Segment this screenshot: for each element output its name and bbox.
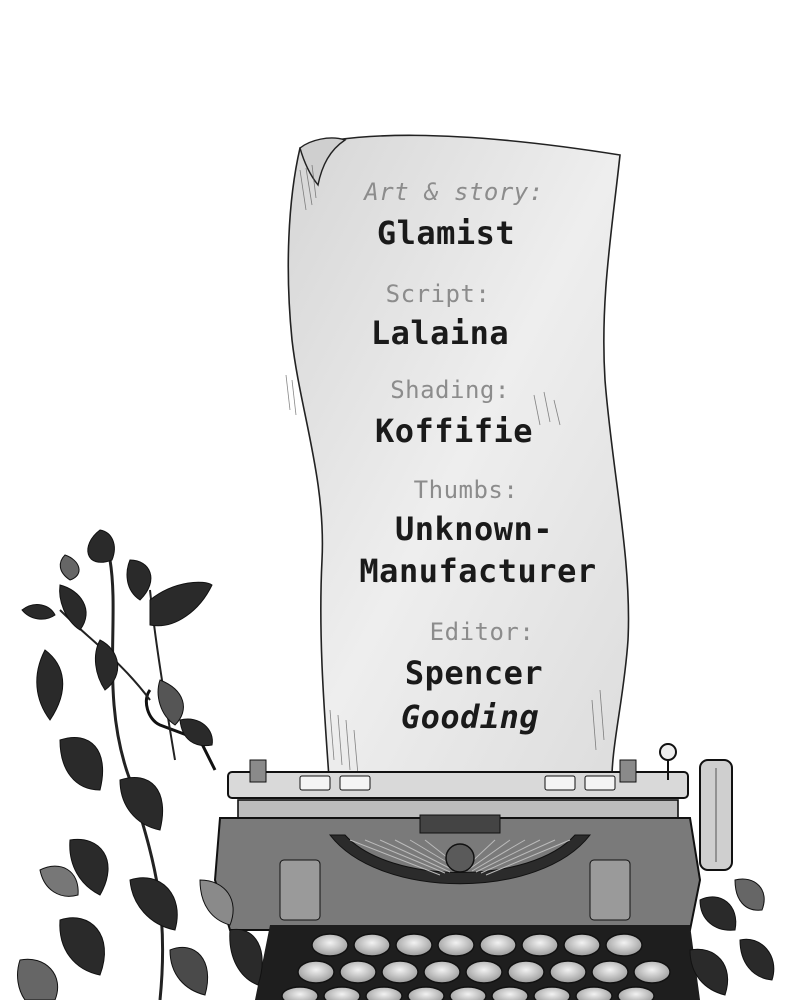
credit-name-glamist: Glamist	[376, 214, 516, 252]
keyboard-keys	[281, 933, 671, 1000]
paper-sheet	[285, 134, 630, 793]
credit-role-editor: Editor:	[429, 618, 535, 646]
vine-leaves-left	[17, 529, 263, 1000]
credit-name-manufacturer: Manufacturer	[359, 552, 597, 590]
credit-name-lalaina-text: Lalaina	[370, 314, 510, 352]
credit-role-thumbs: Thumbs:	[413, 476, 519, 504]
credit-name-gooding: Gooding	[400, 698, 540, 736]
vine-leaves-right	[689, 878, 775, 996]
credit-role-shading: Shading:	[390, 376, 510, 404]
credit-name-unknown: Unknown-	[394, 510, 554, 548]
credit-role-art-story: Art & story:	[364, 178, 544, 206]
credit-name-koffifie: Koffifie	[374, 412, 534, 450]
credit-role-script: Script:	[385, 280, 491, 308]
credit-name-spencer: Spencer	[404, 654, 544, 692]
